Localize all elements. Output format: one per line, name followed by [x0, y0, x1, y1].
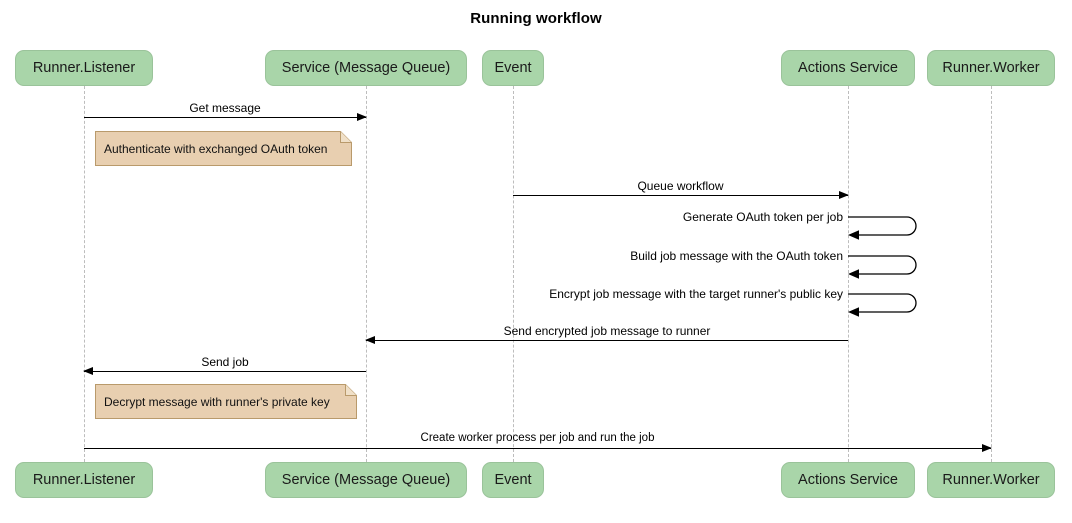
- note-text: Authenticate with exchanged OAuth token: [104, 141, 328, 156]
- arrowhead-icon: [839, 190, 849, 199]
- participant-runner-worker-bottom[interactable]: Runner.Worker: [927, 462, 1055, 498]
- self-message-encrypt-job-message: [848, 293, 920, 322]
- message-label-create-worker-process: Create worker process per job and run th…: [420, 432, 655, 444]
- note-authenticate-note: Authenticate with exchanged OAuth token: [95, 131, 352, 166]
- message-label-send-encrypted-job-message: Send encrypted job message to runner: [503, 324, 711, 338]
- participant-label: Runner.Worker: [942, 472, 1040, 488]
- lifeline-service-message-queue: [366, 86, 367, 462]
- participant-label: Runner.Listener: [32, 60, 136, 76]
- participant-event-top[interactable]: Event: [482, 50, 544, 86]
- lifeline-event: [513, 86, 514, 462]
- note-text: Decrypt message with runner's private ke…: [104, 394, 330, 409]
- participant-service-message-queue-top[interactable]: Service (Message Queue): [265, 50, 467, 86]
- self-message-label-build-job-message: Build job message with the OAuth token: [630, 249, 843, 263]
- participant-label: Actions Service: [798, 60, 898, 76]
- message-arrow-send-encrypted-job-message: [365, 335, 848, 344]
- participant-service-message-queue-bottom[interactable]: Service (Message Queue): [265, 462, 467, 498]
- participant-label: Event: [494, 60, 532, 76]
- participant-label: Runner.Worker: [942, 60, 1040, 76]
- message-arrow-create-worker-process: [84, 443, 992, 452]
- participant-actions-service-top[interactable]: Actions Service: [781, 50, 915, 86]
- message-arrow-send-job: [83, 366, 366, 375]
- lifeline-runner-worker: [991, 86, 992, 462]
- participant-label: Service (Message Queue): [281, 60, 451, 76]
- lifeline-runner-listener: [84, 86, 85, 462]
- arrowhead-icon: [83, 366, 93, 375]
- participant-runner-listener-top[interactable]: Runner.Listener: [15, 50, 153, 86]
- self-message-generate-oauth-token: [848, 216, 920, 245]
- participant-label: Service (Message Queue): [281, 472, 451, 488]
- self-message-label-encrypt-job-message: Encrypt job message with the target runn…: [549, 287, 843, 301]
- arrowhead-icon: [365, 335, 375, 344]
- message-arrow-get-message: [84, 112, 367, 121]
- message-label-send-job: Send job: [201, 355, 249, 369]
- participant-label: Actions Service: [798, 472, 898, 488]
- diagram-title: Running workflow: [470, 10, 602, 27]
- participant-runner-worker-top[interactable]: Runner.Worker: [927, 50, 1055, 86]
- note-decrypt-note: Decrypt message with runner's private ke…: [95, 384, 357, 419]
- participant-label: Event: [494, 472, 532, 488]
- participant-actions-service-bottom[interactable]: Actions Service: [781, 462, 915, 498]
- participant-event-bottom[interactable]: Event: [482, 462, 544, 498]
- message-label-queue-workflow: Queue workflow: [637, 179, 724, 193]
- participant-label: Runner.Listener: [32, 472, 136, 488]
- participant-runner-listener-bottom[interactable]: Runner.Listener: [15, 462, 153, 498]
- arrowhead-icon: [982, 443, 992, 452]
- message-arrow-queue-workflow: [513, 190, 849, 199]
- message-label-get-message: Get message: [189, 101, 261, 115]
- self-message-build-job-message: [848, 255, 920, 284]
- arrowhead-icon: [357, 112, 367, 121]
- self-message-label-generate-oauth-token: Generate OAuth token per job: [682, 210, 843, 224]
